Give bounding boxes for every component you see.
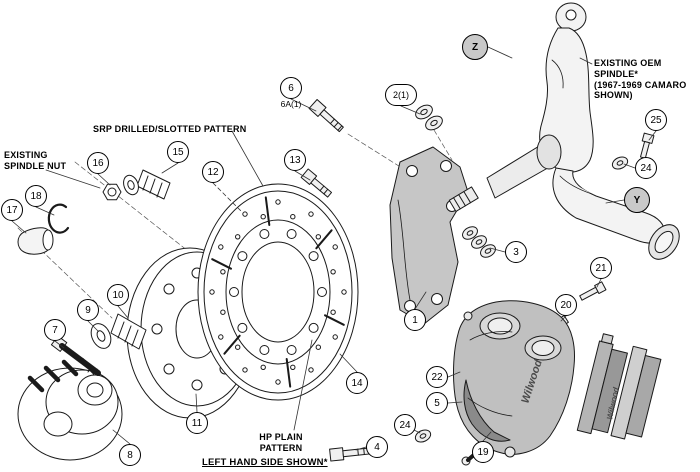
part-callout-label: 7 bbox=[52, 324, 58, 336]
brake-rotor-drawing bbox=[197, 183, 359, 401]
rotor-drilled-holes bbox=[209, 199, 347, 385]
part-callout-label: 21 bbox=[595, 262, 607, 274]
callout-y: Y bbox=[624, 187, 650, 213]
part-callout-label: 24 bbox=[640, 162, 652, 174]
part-callout-label: 13 bbox=[289, 154, 301, 166]
label-srp-pattern: SRP DRILLED/SLOTTED PATTERN bbox=[93, 124, 247, 134]
callout-6: 6 bbox=[280, 77, 302, 99]
oem-spindle-drawing bbox=[448, 2, 680, 260]
part-callout-label: Z bbox=[471, 41, 479, 53]
callout-22: 22 bbox=[426, 366, 448, 388]
part-callout-label: 3 bbox=[513, 246, 519, 258]
callout-24: 24 bbox=[635, 157, 657, 179]
part-callout-label: 6A(1) bbox=[280, 99, 302, 109]
part-callout-label: 6 bbox=[288, 82, 294, 94]
callout-8: 8 bbox=[119, 444, 141, 466]
caliper-drawing bbox=[453, 300, 575, 458]
callout-1: 1 bbox=[404, 309, 426, 331]
part-callout-label: 20 bbox=[560, 299, 572, 311]
part-callout-label: 8 bbox=[127, 449, 133, 461]
part-callout-label: Y bbox=[633, 194, 641, 206]
part-callout-label: 22 bbox=[431, 371, 443, 383]
callout-2-1: 2(1) bbox=[385, 84, 417, 106]
callout-15: 15 bbox=[167, 141, 189, 163]
callout-7: 7 bbox=[44, 319, 66, 341]
callout-16: 16 bbox=[87, 152, 109, 174]
part-callout-label: 1 bbox=[412, 314, 418, 326]
callout-3: 3 bbox=[505, 241, 527, 263]
callout-20: 20 bbox=[555, 294, 577, 316]
caliper-bracket-drawing bbox=[389, 146, 469, 325]
label-hp-plain-pattern: HP PLAIN PATTERN bbox=[259, 432, 303, 453]
part-callout-label: 25 bbox=[650, 114, 662, 126]
part-callout-label: 9 bbox=[85, 304, 91, 316]
part-callout-label: 17 bbox=[6, 204, 18, 216]
part-callout-label: 19 bbox=[477, 446, 489, 458]
washer-and-bearing-drawing bbox=[90, 313, 147, 350]
callout-12: 12 bbox=[202, 161, 224, 183]
part-callout-label: 2(1) bbox=[392, 90, 409, 100]
part-callout-label: 10 bbox=[112, 289, 124, 301]
callout-9: 9 bbox=[77, 299, 99, 321]
rotor-bolt-holes bbox=[229, 229, 327, 355]
callout-13: 13 bbox=[284, 149, 306, 171]
callout-10: 10 bbox=[107, 284, 129, 306]
callout-z: Z bbox=[462, 34, 488, 60]
callout-6a-1: 6A(1) bbox=[281, 99, 302, 109]
callout-17: 17 bbox=[1, 199, 23, 221]
part-callout-label: 24 bbox=[399, 419, 411, 431]
bearing-race-and-nut-drawing bbox=[102, 169, 171, 201]
callout-18: 18 bbox=[25, 185, 47, 207]
callout-19: 19 bbox=[472, 441, 494, 463]
part-callout-label: 11 bbox=[191, 417, 203, 429]
callout-5: 5 bbox=[426, 392, 448, 414]
callout-21: 21 bbox=[590, 257, 612, 279]
clip-and-dust-cap-drawing bbox=[17, 203, 70, 255]
callout-4: 4 bbox=[366, 436, 388, 458]
callout-14: 14 bbox=[346, 372, 368, 394]
part-callout-label: 4 bbox=[374, 441, 380, 453]
callout-11: 11 bbox=[186, 412, 208, 434]
part-callout-label: 12 bbox=[207, 166, 219, 178]
brake-pads-drawing bbox=[576, 333, 662, 440]
part-callout-label: 18 bbox=[30, 190, 42, 202]
part-callout-label: 5 bbox=[434, 397, 440, 409]
callout-24: 24 bbox=[394, 414, 416, 436]
label-existing-spindle-nut: EXISTING SPINDLE NUT bbox=[4, 150, 67, 171]
rotor-slots bbox=[211, 196, 345, 388]
label-left-hand-side: LEFT HAND SIDE SHOWN* bbox=[202, 457, 328, 468]
leader-lines bbox=[11, 46, 657, 451]
part-callout-label: 15 bbox=[172, 146, 184, 158]
wheel-hub-drawing bbox=[17, 357, 123, 461]
callout-25: 25 bbox=[645, 109, 667, 131]
label-oem-spindle: EXISTING OEM SPINDLE* (1967-1969 CAMARO … bbox=[594, 58, 687, 101]
part-callout-label: 16 bbox=[92, 157, 104, 169]
part-callout-label: 14 bbox=[351, 377, 363, 389]
